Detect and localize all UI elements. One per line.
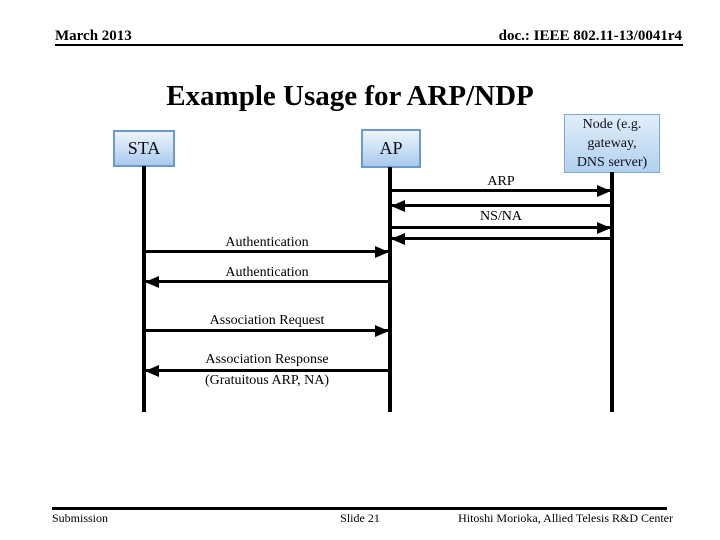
arrowhead-left-icon [145, 275, 159, 288]
message-label-association-response: Association Response [205, 352, 329, 367]
arrow-arp-ap-to-node [392, 184, 611, 197]
arrow-authentication-ap-to-sta [145, 275, 388, 288]
message-label-association-request: Association Request [209, 313, 325, 328]
message-label-association-response-detail: (Gratuitous ARP, NA) [204, 373, 330, 388]
arrowhead-right-icon [375, 324, 389, 337]
arrow-association-request-sta-to-ap [146, 324, 389, 337]
message-label-arp: ARP [487, 174, 515, 189]
footer-slide-number: Slide 21 [340, 511, 380, 525]
message-label-authentication-response: Authentication [225, 265, 309, 280]
actor-box-sta: STA [113, 130, 175, 167]
lifeline-node [610, 172, 614, 412]
arrow-arp-node-to-ap [391, 199, 610, 212]
slide-title: Example Usage for ARP/NDP [166, 80, 534, 112]
header-rule [55, 44, 683, 46]
arrow-association-response-ap-to-sta [145, 364, 388, 377]
footer-submission: Submission [52, 511, 109, 525]
arrowhead-left-icon [391, 199, 405, 212]
arrowhead-right-icon [597, 184, 611, 197]
arrow-nsna-ap-to-node [392, 221, 611, 234]
arrowhead-right-icon [597, 221, 611, 234]
actor-box-node: Node (e.g. gateway, DNS server) [564, 114, 660, 173]
arrowhead-left-icon [391, 232, 405, 245]
footer-rule [52, 507, 667, 510]
footer-author: Hitoshi Morioka, Allied Telesis R&D Cent… [458, 511, 673, 525]
message-label-authentication-request: Authentication [225, 235, 309, 250]
lifeline-sta [142, 166, 146, 412]
actor-label-node-line3: DNS server) [576, 155, 648, 170]
arrow-authentication-sta-to-ap [146, 245, 389, 258]
actor-label-sta: STA [127, 138, 161, 158]
actor-box-ap: AP [361, 129, 421, 168]
actor-label-node-line2: gateway, [587, 136, 637, 151]
arrow-nsna-node-to-ap [391, 232, 610, 245]
header-doc-number: doc.: IEEE 802.11-13/0041r4 [498, 28, 682, 44]
message-label-nsna: NS/NA [479, 209, 522, 224]
arrowhead-right-icon [375, 245, 389, 258]
lifeline-ap [388, 167, 392, 412]
arrowhead-left-icon [145, 364, 159, 377]
actor-label-node-line1: Node (e.g. [582, 117, 642, 132]
actor-label-ap: AP [379, 138, 403, 158]
header-date: March 2013 [55, 28, 132, 44]
